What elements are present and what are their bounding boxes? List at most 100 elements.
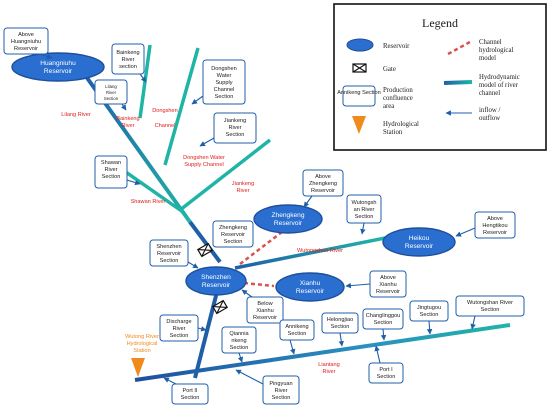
- legend-box: [333, 3, 547, 151]
- inflow-arrow: [241, 289, 253, 298]
- wutongshan-river-label: Wutongshan River: [297, 248, 343, 254]
- section-pingyuan[interactable]: Pingyuan River Section: [262, 375, 300, 405]
- inflow-arrow: [126, 179, 141, 186]
- section-above-zhengkeng[interactable]: Above Zhengkeng Reservoir: [302, 169, 344, 197]
- legend: Legend Reservoir Gate Annikeng Section P…: [333, 3, 547, 151]
- section-label: section: [119, 64, 137, 70]
- section-sample-label: Annikeng Section: [337, 90, 381, 96]
- section-helongjiao[interactable]: Helongjiao Section: [321, 312, 359, 334]
- section-label: Bainkeng: [116, 50, 139, 56]
- section-label: River: [172, 326, 185, 332]
- section-label: Helongjiao: [327, 317, 353, 323]
- section-wutongshan-river[interactable]: Wutongshan River Section: [455, 295, 525, 317]
- section-label: Section: [377, 374, 396, 380]
- shawan-river-line: [118, 166, 185, 214]
- section-wutongshan-upper[interactable]: Wutongsh an River Section: [346, 194, 382, 224]
- section-below-xianhu[interactable]: Below Xianhu Reservoir: [246, 296, 284, 324]
- section-box-icon: [342, 85, 376, 107]
- legend-channel-model-entry: Channel hydrological model: [447, 39, 513, 62]
- inflow-arrow: [470, 315, 476, 330]
- section-above-xianhu[interactable]: Above Xianhu Reservoir: [369, 270, 407, 298]
- legend-label: Hydrodynamic: [479, 74, 520, 81]
- legend-station-entry: Hydrological Station: [352, 116, 419, 136]
- section-label: Section: [272, 395, 291, 401]
- station-label: Wutong River: [125, 334, 159, 340]
- section-label: Above: [487, 216, 503, 222]
- section-label: Section: [230, 345, 249, 351]
- section-label: River: [228, 125, 241, 131]
- reservoir-label: Xianhu: [300, 280, 321, 287]
- section-label: Reservoir: [483, 230, 507, 236]
- section-label: Channel: [214, 87, 235, 93]
- section-port-2[interactable]: Port II Section: [171, 383, 209, 405]
- section-dongshen-supply[interactable]: Dongshen Water Supply Channel Section: [202, 59, 246, 105]
- section-label: Discharge: [166, 319, 191, 325]
- section-label: Section: [160, 258, 179, 264]
- section-label: River: [106, 90, 117, 95]
- reservoir-xianhu[interactable]: Xianhu Reservoir: [275, 272, 345, 302]
- section-label: Annikeng: [285, 324, 308, 330]
- reservoir-label: Huangniuhu: [40, 60, 76, 67]
- section-jingtugou[interactable]: Jingtugou Section: [409, 300, 449, 322]
- inflow-arrow: [187, 261, 199, 269]
- liantang-river-label: Liantang: [318, 362, 339, 368]
- section-label: Section: [104, 96, 119, 101]
- section-label: Section: [170, 333, 189, 339]
- hydrological-station-icon: [131, 358, 145, 377]
- section-label: Port I: [379, 367, 393, 373]
- section-label: Zhengkeng: [309, 181, 337, 187]
- legend-gate-entry: Gate: [352, 63, 396, 73]
- inflow-arrow: [338, 332, 344, 347]
- section-label: Jingtugou: [417, 305, 441, 311]
- section-label: an River: [354, 207, 375, 213]
- legend-label: model: [479, 55, 496, 62]
- section-label: Above: [380, 275, 396, 281]
- inflow-arrow: [197, 326, 207, 332]
- section-shenzhen-reservoir[interactable]: Shenzhen Reservoir Section: [149, 239, 189, 267]
- jiankeng-river-line: [178, 138, 272, 212]
- section-label: Section: [102, 174, 121, 180]
- section-label: Dongshen: [211, 66, 237, 72]
- section-label: Water: [217, 73, 232, 79]
- reservoir-shenzhen[interactable]: Shenzhen Reservoir: [185, 266, 247, 296]
- section-jiankeng[interactable]: Jiankeng River Section: [213, 112, 257, 144]
- section-annikeng[interactable]: Annikeng Section: [279, 319, 315, 341]
- reservoir-label: Zhengkeng: [272, 212, 305, 219]
- section-shawan[interactable]: Shawan River Section: [94, 155, 128, 189]
- section-label: Section: [420, 312, 439, 318]
- section-bainkeng[interactable]: Bainkeng River section: [111, 43, 145, 75]
- dongshen-channel-line: [163, 47, 200, 166]
- legend-label: outflow: [479, 115, 500, 122]
- reservoir-label: Heikou: [409, 235, 430, 242]
- legend-label: confluence: [383, 95, 413, 102]
- section-above-hengtikou[interactable]: Above Hengtikou Reservoir: [474, 211, 516, 239]
- legend-inflow-entry: inflow / outflow: [445, 107, 500, 122]
- section-label: Pingyuan: [269, 381, 292, 387]
- section-discharge[interactable]: Discharge River Section: [159, 314, 199, 342]
- section-label: Port II: [183, 388, 198, 394]
- liantang-river-line: [134, 323, 511, 382]
- section-label: Huangniuhu: [11, 39, 41, 45]
- section-label: Section: [481, 307, 500, 313]
- section-port-1[interactable]: Port I Section: [368, 362, 404, 384]
- section-zhengkeng-reservoir[interactable]: Zhengkeng Reservoir Section: [212, 220, 254, 248]
- reservoir-huangniuhu[interactable]: Huangniuhu Reservoir: [11, 52, 105, 82]
- section-label: Supply: [215, 80, 232, 86]
- shenzhen-lower-river-line: [193, 279, 222, 379]
- reservoir-heikou[interactable]: Heikou Reservoir: [382, 227, 456, 257]
- section-lilang[interactable]: Lilang River Section: [94, 79, 128, 105]
- section-label: River: [274, 388, 287, 394]
- section-above-huangniuhu[interactable]: Above Huangniuhu Reservoir: [3, 27, 49, 55]
- section-label: Reservoir: [311, 188, 335, 194]
- dongshen-channel-label: Dongshen: [152, 108, 178, 114]
- hydrological-station-icon: [352, 116, 366, 134]
- section-changlinggou[interactable]: Changlinggou Section: [362, 308, 404, 330]
- section-qiannia[interactable]: Qiannia nkeng Section: [221, 326, 257, 354]
- legend-label: Reservoir: [383, 43, 410, 50]
- gate-icon: [196, 242, 214, 258]
- inflow-arrow: [191, 95, 204, 105]
- section-label: Section: [226, 132, 245, 138]
- inflow-arrow: [374, 345, 381, 364]
- reservoir-zhengkeng[interactable]: Zhengkeng Reservoir: [253, 204, 323, 234]
- legend-confluence-entry: Annikeng Section Production confluence a…: [337, 85, 413, 110]
